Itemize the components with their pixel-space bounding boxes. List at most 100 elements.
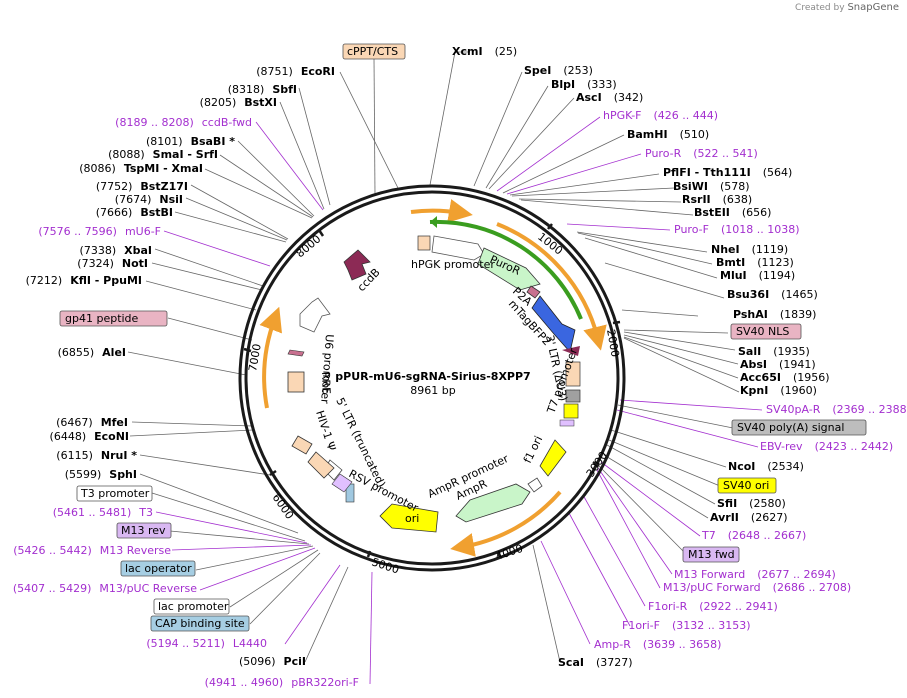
ccdb-arrow[interactable]: [343, 249, 371, 281]
tick-3000: 3000: [584, 449, 610, 479]
orange-arrow-puro: [496, 222, 607, 351]
site-noti[interactable]: (7324)NotI: [77, 257, 148, 270]
site-absi[interactable]: AbsI(1941): [740, 358, 816, 371]
site-nrui[interactable]: (6115)NruI *: [56, 449, 137, 462]
primer-l4440[interactable]: (5194 .. 5211)L4440: [146, 637, 267, 650]
f1-ori-arrow[interactable]: [539, 439, 567, 477]
cppt-cts-box[interactable]: [417, 235, 431, 251]
snapgene-credit: Created by SnapGene: [795, 2, 899, 13]
site-spei[interactable]: SpeI(253): [524, 64, 593, 77]
primer-hpgk-f[interactable]: hPGK-F(426 .. 444): [603, 109, 718, 122]
sv40-nls-box[interactable]: [562, 346, 580, 356]
m13-rev-box[interactable]: [331, 473, 353, 493]
feature-lac-promoter-box[interactable]: [153, 598, 230, 615]
site-sali[interactable]: SalI(1935): [738, 345, 810, 358]
hpgk-promoter-arrow[interactable]: [431, 235, 485, 261]
primer-f1ori-r[interactable]: F1ori-R(2922 .. 2941): [648, 600, 778, 613]
primer-amp-r[interactable]: Amp-R(3639 .. 3658): [594, 638, 721, 651]
primer-t3[interactable]: (5461 .. 5481)T3: [53, 506, 153, 519]
sv40-ori-box[interactable]: [563, 403, 579, 419]
feature-m13-rev-box[interactable]: [116, 522, 172, 539]
label-rre: RRE: [319, 372, 333, 395]
site-kpni[interactable]: KpnI(1960): [740, 384, 817, 397]
site-sfii[interactable]: SfiI(2580): [717, 497, 786, 510]
primer-puro-r[interactable]: Puro-R(522 .. 541): [645, 147, 758, 160]
feature-t3-promoter-box[interactable]: [76, 485, 153, 502]
site-scai[interactable]: ScaI(3727): [558, 656, 633, 669]
plasmid-size: 8961 bp: [410, 384, 455, 397]
gp41-box[interactable]: [287, 349, 305, 357]
primer-m13-puc-forward[interactable]: M13/pUC Forward(2686 .. 2708): [663, 581, 851, 594]
site-rsrii[interactable]: RsrII(638): [682, 193, 752, 206]
right-labels: XcmI(25) SpeI(253) BlpI(333) AscI(342) h…: [452, 45, 907, 669]
site-pcii[interactable]: (5096)PciI: [239, 655, 306, 668]
feature-cap-binding-box[interactable]: [150, 615, 250, 632]
site-tspmi-xmai[interactable]: (8086)TspMI - XmaI: [79, 162, 203, 175]
site-bstbi[interactable]: (7666)BstBI: [96, 206, 173, 219]
site-sphi[interactable]: (5599)SphI: [65, 468, 137, 481]
primer-pbr322ori-f[interactable]: (4941 .. 4960)pBR322ori-F: [205, 676, 359, 689]
primer-m13-forward[interactable]: M13 Forward(2677 .. 2694): [674, 568, 836, 581]
sv40-polya-box[interactable]: [565, 389, 581, 403]
site-bmti[interactable]: BmtI(1123): [716, 256, 794, 269]
feature-lac-promoter: lac promoter: [158, 600, 229, 613]
feature-cppt-cts-box[interactable]: [342, 43, 406, 60]
site-ecori[interactable]: (8751)EcoRI: [256, 65, 335, 78]
feature-sv40-ori-box[interactable]: [717, 477, 777, 494]
m13-fwd-box[interactable]: [559, 419, 575, 427]
hiv-psi-box[interactable]: [291, 435, 313, 455]
site-bsiwi[interactable]: BsiWI(578): [673, 180, 750, 193]
tick-4000: 4000: [494, 542, 525, 563]
site-pflfi-tth111i[interactable]: PflFI - Tth111I(564): [663, 166, 792, 179]
site-acc65i[interactable]: Acc65I(1956): [740, 371, 830, 384]
site-nhei[interactable]: NheI(1119): [711, 243, 788, 256]
feature-sv40-polya-box[interactable]: [731, 419, 867, 436]
site-xcmi[interactable]: XcmI(25): [452, 45, 517, 58]
site-blpi[interactable]: BlpI(333): [551, 78, 617, 91]
site-avrii[interactable]: AvrII(2627): [710, 511, 787, 524]
site-kfli-ppumi[interactable]: (7212)KflI - PpuMI: [26, 274, 142, 287]
site-mfei[interactable]: (6467)MfeI: [56, 416, 128, 429]
site-sbfi[interactable]: (8318)SbfI: [228, 83, 297, 96]
primer-ebv-rev[interactable]: EBV-rev(2423 .. 2442): [760, 440, 893, 453]
primer-t7[interactable]: T7(2648 .. 2667): [701, 529, 806, 542]
site-bsabi[interactable]: (8101)BsaBI *: [146, 135, 235, 148]
rre-box[interactable]: [287, 371, 305, 393]
primer-puro-f[interactable]: Puro-F(1018 .. 1038): [674, 223, 800, 236]
primer-ccdb-fwd[interactable]: (8189 .. 8208)ccdB-fwd: [115, 116, 252, 129]
site-mlui[interactable]: MluI(1194): [720, 269, 795, 282]
primer-sv40pa-r[interactable]: SV40pA-R(2369 .. 2388): [766, 403, 907, 416]
site-bamhi[interactable]: BamHI(510): [627, 128, 709, 141]
site-bstz17i[interactable]: (7752)BstZ17I: [96, 180, 188, 193]
site-bstxi[interactable]: (8205)BstXI: [200, 96, 277, 109]
primer-m13-reverse[interactable]: (5426 .. 5442)M13 Reverse: [13, 544, 171, 557]
ampr-arrow[interactable]: [455, 483, 531, 523]
site-alei[interactable]: (6855)AleI: [58, 346, 126, 359]
ltr3-box[interactable]: [565, 361, 581, 387]
feature-m13-fwd-box[interactable]: [682, 546, 740, 563]
site-bsteii[interactable]: BstEII(656): [694, 206, 771, 219]
site-ncoi[interactable]: NcoI(2534): [728, 460, 804, 473]
primer-f1ori-f[interactable]: F1ori-F(3132 .. 3153): [622, 619, 751, 632]
feature-lac-operator-box[interactable]: [120, 560, 196, 577]
u6-promoter-arrow[interactable]: [299, 297, 331, 333]
feature-gp41-box[interactable]: [59, 310, 168, 327]
ampr-promoter-box[interactable]: [527, 477, 543, 493]
site-bsu36i[interactable]: Bsu36I(1465): [727, 288, 818, 301]
p2a-box[interactable]: [526, 285, 541, 299]
ltr5-box[interactable]: [307, 451, 335, 479]
site-xbai[interactable]: (7338)XbaI: [80, 244, 152, 257]
feature-sv40-nls-box[interactable]: [730, 323, 802, 340]
site-pshai[interactable]: PshAI(1839): [733, 308, 816, 321]
site-econi[interactable]: (6448)EcoNI: [50, 430, 129, 443]
feature-sv40-nls: SV40 NLS: [736, 325, 789, 338]
ori-arrow[interactable]: [379, 503, 439, 533]
site-nsii[interactable]: (7674)NsiI: [115, 193, 183, 206]
orange-arrow-u6: [259, 306, 282, 409]
site-asci[interactable]: AscI(342): [576, 91, 643, 104]
primer-m13-puc-reverse[interactable]: (5407 .. 5429)M13/pUC Reverse: [13, 582, 197, 595]
label-f1-ori: f1 ori: [521, 434, 545, 465]
primer-mu6-f[interactable]: (7576 .. 7596)mU6-F: [38, 225, 161, 238]
tick-7000: 7000: [246, 343, 264, 373]
site-smai-srfi[interactable]: (8088)SmaI - SrfI: [108, 148, 218, 161]
